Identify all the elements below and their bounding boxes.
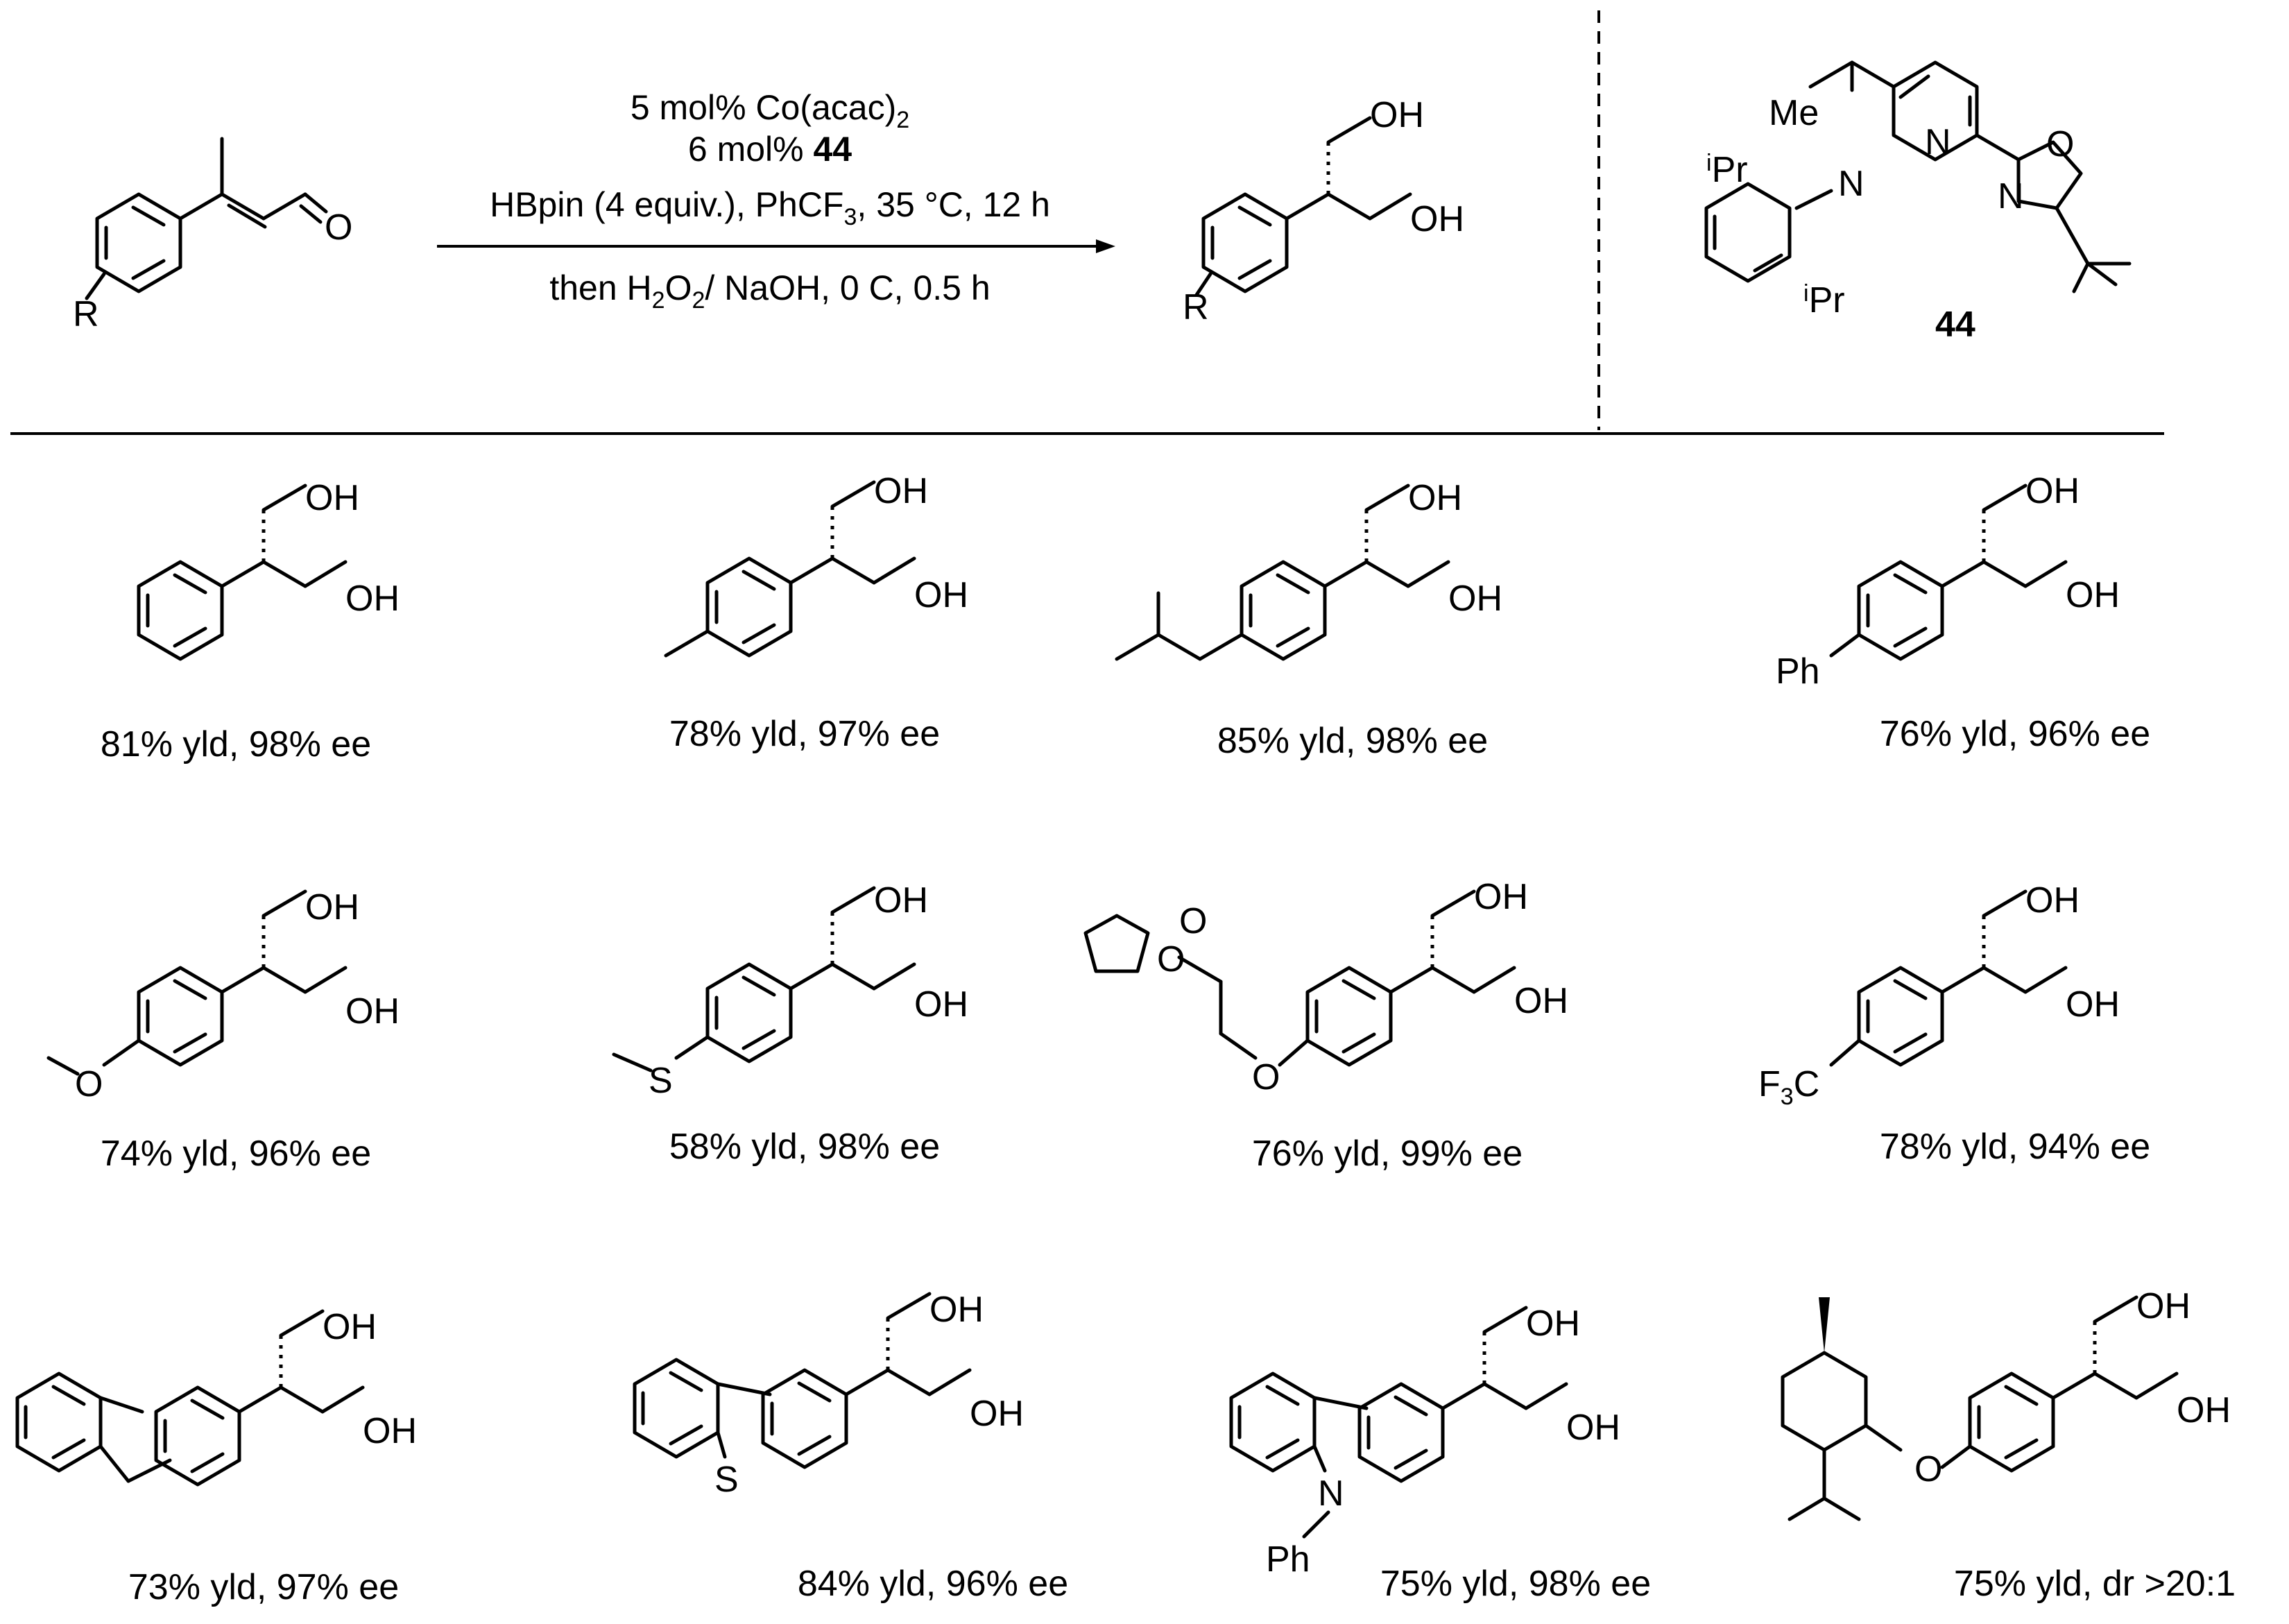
product-p3: OH OH 85% yld, 98% ee bbox=[1115, 478, 1502, 761]
svg-text:O: O bbox=[1914, 1449, 1942, 1489]
svg-text:OH: OH bbox=[970, 1394, 1024, 1434]
svg-text:N: N bbox=[1998, 176, 2024, 216]
carbonyl-o-label: O bbox=[325, 207, 352, 248]
product-p5: O OH OH 74% yld, 96% ee bbox=[46, 887, 400, 1174]
svg-text:OH: OH bbox=[1474, 877, 1528, 917]
svg-text:iPr: iPr bbox=[1803, 280, 1845, 320]
product-p2: OH OH 78% yld, 97% ee bbox=[664, 471, 968, 754]
svg-text:OH: OH bbox=[323, 1307, 377, 1347]
product-p6: S OH OH 58% yld, 98% ee bbox=[612, 880, 968, 1167]
svg-text:OH: OH bbox=[929, 1290, 984, 1330]
condition-workup: then H2O2/ NaOH, 0 C, 0.5 h bbox=[549, 268, 990, 314]
product-p1: OH OH 81% yld, 98% ee bbox=[101, 478, 400, 764]
starting-material: O R bbox=[73, 137, 352, 334]
svg-text:OH: OH bbox=[1370, 95, 1424, 135]
svg-text:OH: OH bbox=[874, 471, 928, 511]
svg-text:S: S bbox=[649, 1061, 673, 1101]
svg-text:N: N bbox=[1318, 1473, 1344, 1514]
svg-text:O: O bbox=[75, 1064, 103, 1104]
condition-catalyst: 5 mol% Co(acac)2 bbox=[631, 88, 909, 133]
svg-text:Me: Me bbox=[1769, 93, 1819, 133]
product-result: 75% yld, 98% ee bbox=[1380, 1564, 1651, 1604]
svg-text:OH: OH bbox=[305, 887, 359, 928]
product-result: 76% yld, 96% ee bbox=[1880, 714, 2150, 754]
svg-text:OH: OH bbox=[345, 991, 400, 1032]
product-result: 58% yld, 98% ee bbox=[669, 1127, 940, 1167]
svg-text:F3C: F3C bbox=[1758, 1064, 1819, 1110]
svg-text:R: R bbox=[1183, 287, 1209, 327]
svg-text:S: S bbox=[714, 1460, 739, 1500]
reaction-conditions: 5 mol% Co(acac)2 6 mol% 44 HBpin (4 equi… bbox=[437, 88, 1115, 314]
svg-text:N: N bbox=[1925, 122, 1951, 162]
product-result: 73% yld, 97% ee bbox=[128, 1567, 399, 1607]
product-p9: OH OH 73% yld, 97% ee bbox=[15, 1307, 417, 1607]
svg-text:OH: OH bbox=[1526, 1304, 1580, 1344]
svg-text:OH: OH bbox=[914, 984, 968, 1025]
svg-text:OH: OH bbox=[345, 579, 400, 619]
svg-text:N: N bbox=[1838, 164, 1864, 204]
svg-text:O: O bbox=[2046, 124, 2074, 164]
general-product: OH OH R bbox=[1183, 95, 1464, 327]
product-result: 81% yld, 98% ee bbox=[101, 724, 371, 764]
svg-text:OH: OH bbox=[363, 1411, 417, 1451]
product-result: 75% yld, dr >20:1 bbox=[1954, 1564, 2236, 1604]
svg-text:OH: OH bbox=[2066, 575, 2120, 615]
condition-ligand: 6 mol% 44 bbox=[688, 130, 852, 169]
svg-text:OH: OH bbox=[1408, 478, 1462, 518]
svg-text:O: O bbox=[1252, 1057, 1280, 1097]
svg-text:OH: OH bbox=[874, 880, 928, 921]
svg-text:OH: OH bbox=[2025, 471, 2080, 511]
svg-text:OH: OH bbox=[1566, 1408, 1620, 1448]
svg-text:OH: OH bbox=[2136, 1286, 2191, 1326]
svg-text:OH: OH bbox=[914, 575, 968, 615]
product-p4: Ph OH OH 76% yld, 96% ee bbox=[1776, 471, 2150, 754]
svg-text:OH: OH bbox=[1514, 981, 1568, 1021]
svg-text:OH: OH bbox=[2025, 880, 2080, 921]
ligand-44: N Me N iPr iPr 44 O N bbox=[1704, 60, 2132, 345]
product-p10: S OH OH 84% yld, 96% ee bbox=[633, 1290, 1068, 1604]
svg-text:Ph: Ph bbox=[1776, 651, 1820, 692]
r-group-label: R bbox=[73, 294, 99, 334]
product-result: 78% yld, 94% ee bbox=[1880, 1127, 2150, 1167]
product-p8: F3C OH OH 78% yld, 94% ee bbox=[1758, 880, 2150, 1167]
product-result: 78% yld, 97% ee bbox=[669, 714, 940, 754]
svg-text:OH: OH bbox=[2177, 1390, 2231, 1430]
product-result: 74% yld, 96% ee bbox=[101, 1134, 371, 1174]
product-result: 85% yld, 98% ee bbox=[1217, 721, 1488, 761]
svg-text:OH: OH bbox=[1448, 579, 1502, 619]
svg-text:O: O bbox=[1179, 901, 1207, 941]
condition-reagent: HBpin (4 equiv.), PhCF3, 35 °C, 12 h bbox=[490, 185, 1050, 230]
product-result: 84% yld, 96% ee bbox=[798, 1564, 1068, 1604]
reaction-arrow-head bbox=[1096, 239, 1115, 253]
ligand-number: 44 bbox=[1935, 305, 1975, 345]
product-p12: O OH OH 75% yld, dr >20:1 bbox=[1781, 1286, 2236, 1604]
product-p11: N Ph OH OH 75% yld, 98% ee bbox=[1229, 1304, 1651, 1604]
svg-text:OH: OH bbox=[1410, 199, 1464, 239]
svg-text:OH: OH bbox=[305, 478, 359, 518]
svg-text:Ph: Ph bbox=[1266, 1539, 1310, 1580]
product-result: 76% yld, 99% ee bbox=[1252, 1134, 1523, 1174]
svg-text:iPr: iPr bbox=[1706, 150, 1748, 190]
product-p7: O O O OH OH 76% yld, 99% ee bbox=[1083, 877, 1568, 1174]
svg-text:OH: OH bbox=[2066, 984, 2120, 1025]
